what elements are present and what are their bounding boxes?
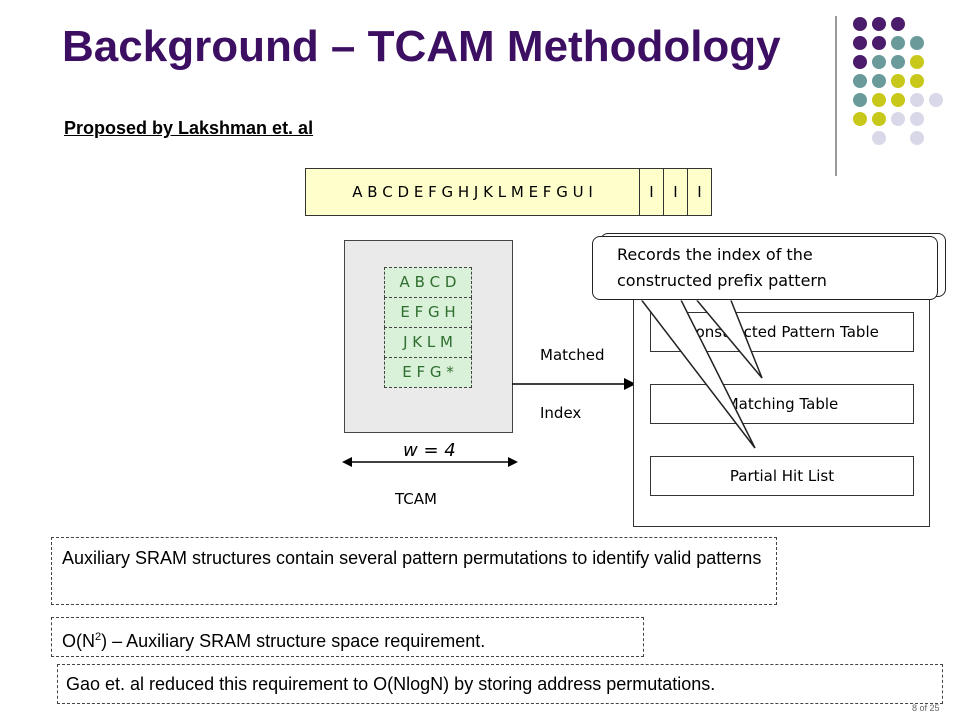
callout-pointer: [638, 297, 763, 449]
tcam-row: E F G H: [384, 297, 472, 328]
space-suffix: ) – Auxiliary SRAM structure space requi…: [101, 631, 486, 651]
gao-note: Gao et. al reduced this requirement to O…: [57, 664, 943, 704]
input-sequence: A B C D E F G H J K L M E F G U I: [305, 168, 640, 216]
decorative-dot: [872, 74, 886, 88]
decorative-dot: [853, 55, 867, 69]
match-arrow: [512, 378, 636, 390]
decorative-dot: [872, 93, 886, 107]
decorative-dot: [853, 36, 867, 50]
sequence-extra-text: I: [673, 183, 678, 201]
callout-line-1: Records the index of the: [617, 245, 813, 264]
partial-hit-list: Partial Hit List: [650, 456, 914, 496]
decorative-dot: [891, 74, 905, 88]
width-arrow: [342, 457, 518, 467]
slide-title: Background – TCAM Methodology: [62, 22, 781, 71]
decorative-dot: [891, 36, 905, 50]
arrow-label-matched: Matched: [540, 346, 605, 364]
decorative-dot: [853, 74, 867, 88]
decorative-dot: [853, 93, 867, 107]
decorative-dot: [891, 93, 905, 107]
decorative-dot: [891, 55, 905, 69]
tcam-width-label: w = 4: [403, 440, 456, 461]
decorative-dot: [910, 36, 924, 50]
decorative-dot: [929, 93, 943, 107]
gao-note-text: Gao et. al reduced this requirement to O…: [66, 674, 716, 694]
arrow-label-index: Index: [540, 404, 582, 422]
tcam-label: TCAM: [395, 490, 437, 508]
sequence-extra-cell: I: [687, 168, 712, 216]
callout-box: Records the index of the constructed pre…: [592, 236, 938, 300]
sequence-extra-cell: I: [663, 168, 688, 216]
decorative-dot: [853, 112, 867, 126]
decorative-dot: [872, 36, 886, 50]
sequence-extra-text: I: [649, 183, 654, 201]
decorative-dot: [872, 17, 886, 31]
decorative-divider: [835, 16, 837, 176]
decorative-dot: [891, 112, 905, 126]
tcam-row: J K L M: [384, 327, 472, 358]
aux-sram-note: Auxiliary SRAM structures contain severa…: [51, 537, 777, 605]
page-number: 8 of 25: [912, 703, 940, 713]
decorative-dot: [910, 74, 924, 88]
matching-table: Matching Table: [650, 384, 914, 424]
space-prefix: O(N: [62, 631, 95, 651]
space-requirement-note: O(N2) – Auxiliary SRAM structure space r…: [51, 617, 644, 657]
tcam-row: A B C D: [384, 267, 472, 298]
decorative-dot: [910, 55, 924, 69]
decorative-dot: [872, 131, 886, 145]
decorative-dot: [910, 131, 924, 145]
decorative-dot: [910, 93, 924, 107]
decorative-dot: [891, 17, 905, 31]
decorative-dot: [910, 112, 924, 126]
aux-sram-note-text: Auxiliary SRAM structures contain severa…: [62, 548, 762, 568]
sequence-extra-cell: I: [639, 168, 664, 216]
tcam-row: E F G *: [384, 357, 472, 388]
space-exponent: 2: [95, 631, 102, 643]
decorative-dot: [872, 55, 886, 69]
decorative-dot: [853, 17, 867, 31]
decorative-dot: [872, 112, 886, 126]
slide-subtitle: Proposed by Lakshman et. al: [64, 118, 314, 138]
input-sequence-text: A B C D E F G H J K L M E F G U I: [352, 183, 593, 201]
callout-line-2: constructed prefix pattern: [617, 271, 827, 290]
sequence-extra-text: I: [697, 183, 702, 201]
